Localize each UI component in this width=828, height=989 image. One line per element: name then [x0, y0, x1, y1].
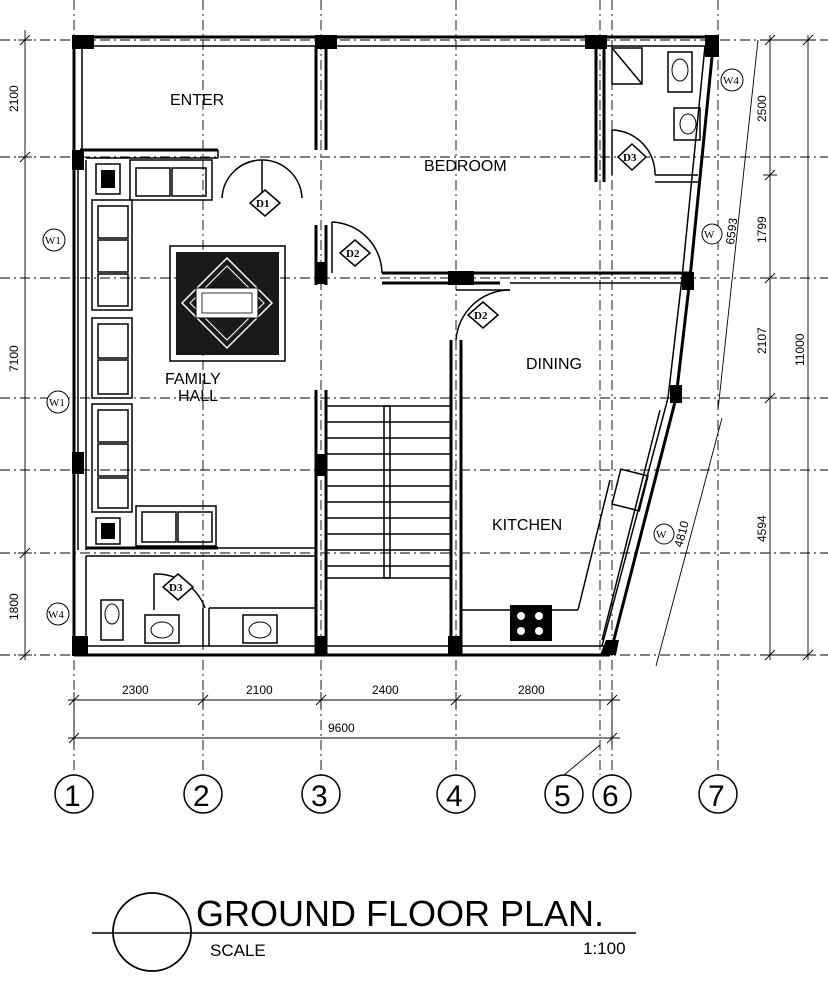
left-dimensions: 2100 7100 1800	[7, 30, 32, 661]
window-tag-w4-bath: W4	[723, 75, 739, 87]
bottom-dimensions: 2300 2100 2400 2800 9600	[68, 683, 620, 745]
sofa-set	[91, 159, 217, 547]
axis-marker-4: 4	[446, 780, 463, 813]
dim-bottom-2300: 2300	[122, 683, 149, 697]
room-label-enter: ENTER	[170, 92, 224, 109]
dim-left-7100: 7100	[7, 345, 21, 372]
drawing-title: GROUND FLOOR PLAN.	[196, 893, 604, 934]
diagonal-dimensions: 6593 4810	[655, 39, 759, 667]
coffee-table-rug	[169, 245, 286, 362]
grid-lines	[0, 0, 828, 775]
door-tag-d3-toilet: D3	[169, 582, 183, 594]
room-label-dining: DINING	[526, 356, 582, 373]
room-label-family: FAMILY	[165, 371, 221, 388]
axis-marker-1: 1	[64, 780, 81, 813]
dim-diag-4810: 4810	[671, 519, 692, 549]
dim-right-1799: 1799	[755, 216, 769, 243]
dim-bottom-2400: 2400	[372, 683, 399, 697]
axis-marker-3: 3	[311, 780, 328, 813]
room-labels: ENTER BEDROOM FAMILY HALL DINING KITCHEN	[165, 92, 582, 534]
axis-marker-5: 5	[554, 780, 571, 813]
window-tag-w4-toilet: W4	[48, 609, 64, 621]
sanitary-fixtures	[100, 47, 701, 644]
title-block: GROUND FLOOR PLAN. SCALE 1:100	[92, 892, 636, 972]
dim-bottom-2800: 2800	[518, 683, 545, 697]
dim-right-2107: 2107	[755, 327, 769, 354]
dim-bottom-2100: 2100	[246, 683, 273, 697]
window-tag-w1-lower: W1	[49, 397, 65, 409]
room-label-kitchen: KITCHEN	[492, 517, 562, 534]
dim-right-4594: 4594	[755, 515, 769, 542]
room-label-hall: HALL	[178, 388, 218, 405]
door-tag-d1: D1	[256, 198, 269, 210]
dim-diag-6593: 6593	[723, 217, 740, 246]
dim-bottom-total-9600: 9600	[328, 721, 355, 735]
dim-right-2500: 2500	[755, 95, 769, 122]
room-label-bedroom: BEDROOM	[424, 158, 507, 175]
right-dimensions: 2500 1799 2107 4594 11000	[755, 34, 815, 661]
scale-label: SCALE	[210, 941, 266, 960]
window-tag-right-lower: W	[656, 529, 667, 541]
columns	[72, 35, 719, 656]
door-tag-d3-bath: D3	[623, 152, 637, 164]
scale-value: 1:100	[583, 939, 626, 958]
window-tags: W1 W1 W4 W4 W W	[42, 68, 744, 626]
staircase	[325, 405, 452, 579]
axis-marker-2: 2	[193, 780, 210, 813]
axis-marker-6: 6	[602, 780, 619, 813]
door-tag-d2-bedroom: D2	[346, 248, 360, 260]
door-tags: D1 D2 D2 D3 D3	[161, 142, 648, 601]
dim-left-1800: 1800	[7, 593, 21, 620]
window-tag-w1-upper: W1	[45, 235, 61, 247]
axis-marker-7: 7	[708, 780, 725, 813]
kitchen-stove	[461, 479, 611, 641]
window-tag-right-upper: W	[704, 229, 715, 241]
dim-right-total-11000: 11000	[793, 333, 807, 366]
axis-markers: 1 2 3 4 5 6 7	[54, 744, 738, 814]
door-tag-d2-dining: D2	[474, 310, 488, 322]
dim-left-2100: 2100	[7, 85, 21, 112]
